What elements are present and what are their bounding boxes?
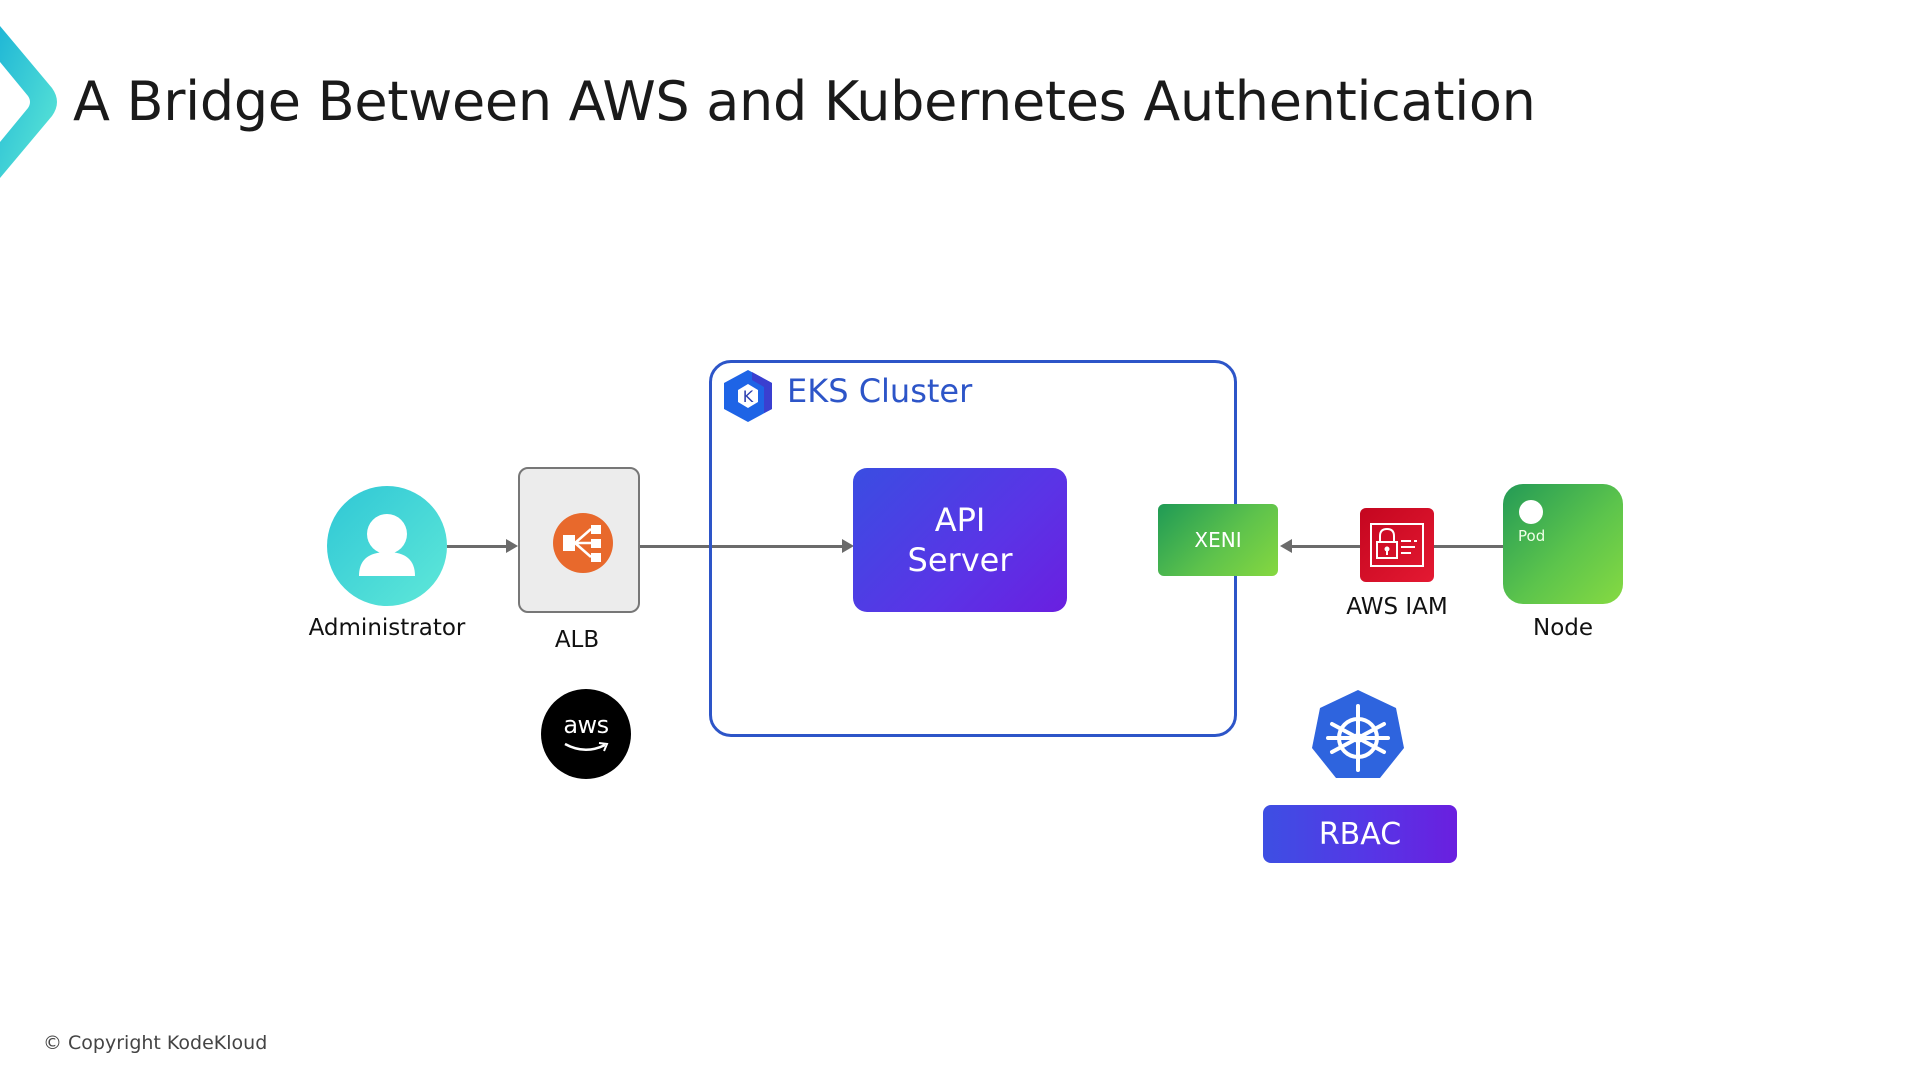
copyright-footer: © Copyright KodeKloud	[43, 1032, 268, 1054]
eks-cluster-label: EKS Cluster	[787, 372, 973, 410]
alb-label: ALB	[554, 627, 600, 653]
user-icon	[359, 514, 415, 576]
connector-admin-alb	[447, 545, 509, 548]
api-server-line1: API	[934, 501, 986, 539]
pod-icon	[1519, 500, 1543, 524]
arrowhead-icon	[1280, 539, 1292, 553]
load-balancer-icon	[553, 513, 613, 573]
node-label: Node	[1532, 615, 1594, 641]
xeni-label: XENI	[1194, 528, 1242, 552]
svg-text:K: K	[743, 387, 754, 406]
iam-identity-icon	[1370, 523, 1424, 567]
eks-icon: K	[724, 370, 772, 422]
rbac-label: RBAC	[1318, 816, 1402, 852]
administrator-label: Administrator	[308, 615, 466, 641]
api-server-line2: Server	[907, 541, 1013, 579]
page-title: A Bridge Between AWS and Kubernetes Auth…	[73, 70, 1536, 133]
aws-text: aws	[563, 711, 609, 739]
administrator-node[interactable]	[327, 486, 447, 606]
aws-logo-icon: aws	[541, 689, 631, 779]
connector-alb-api	[638, 545, 844, 548]
aws-iam-label: AWS IAM	[1346, 594, 1448, 620]
pod-label: Pod	[1518, 527, 1546, 545]
connector-node-iam	[1434, 545, 1504, 548]
brand-chevron-logo	[0, 26, 57, 178]
rbac-node[interactable]: RBAC	[1263, 805, 1457, 863]
arrowhead-icon	[842, 539, 854, 553]
xeni-node[interactable]: XENI	[1158, 504, 1278, 576]
arrowhead-icon	[506, 539, 518, 553]
connector-iam-xeni	[1292, 545, 1360, 548]
kubernetes-helm-icon	[1312, 690, 1404, 778]
amazon-smile-icon	[564, 742, 609, 752]
api-server-node[interactable]: API Server	[853, 468, 1067, 612]
